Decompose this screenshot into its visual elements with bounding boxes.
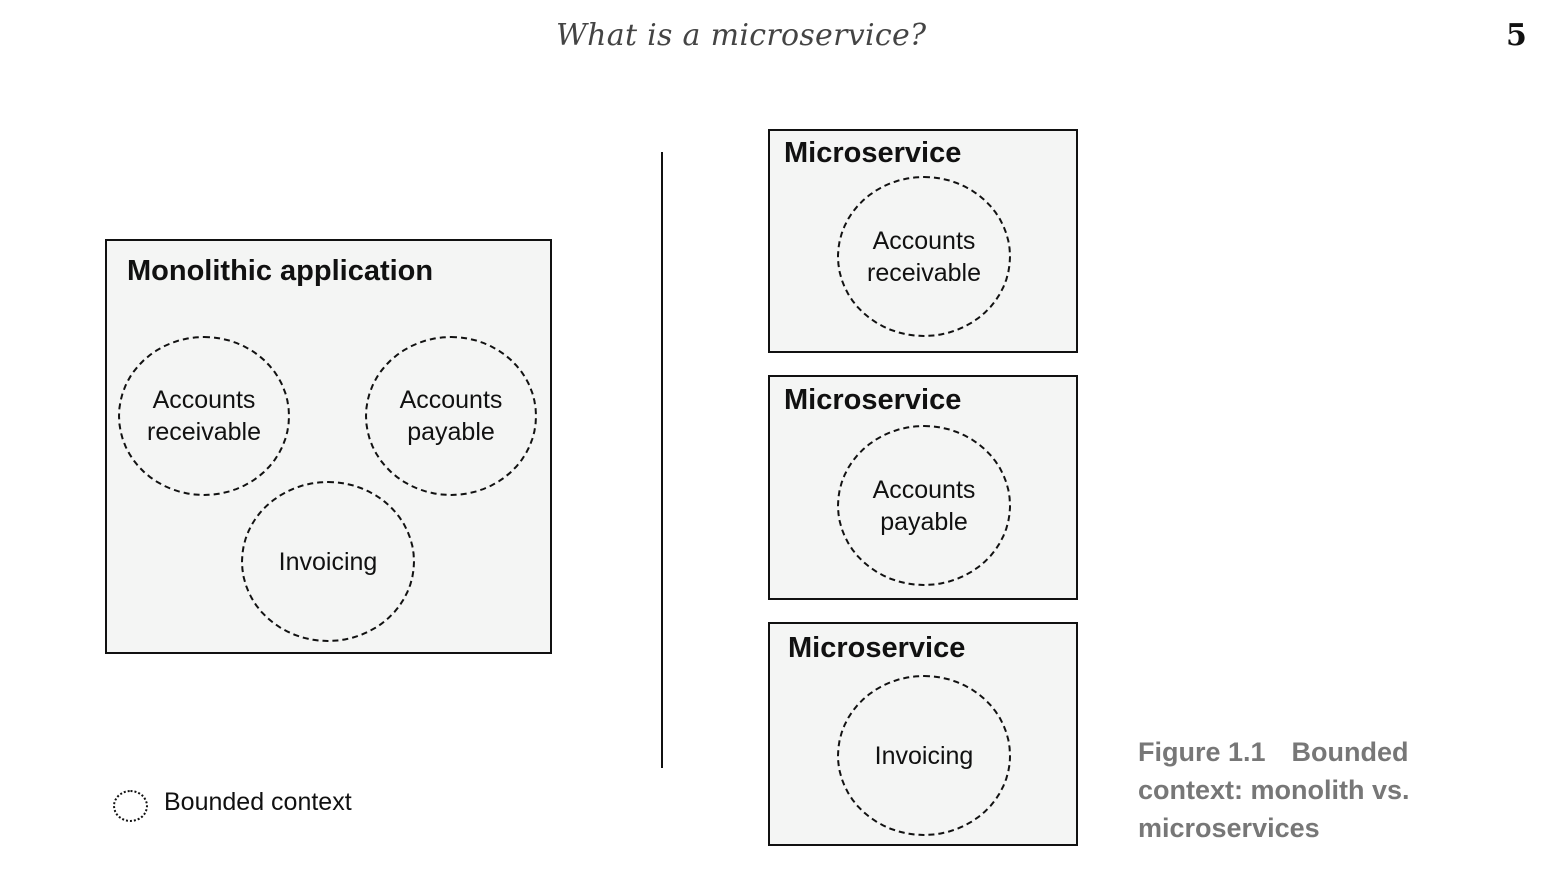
caption-text: Bounded context: monolith vs. microservi… [1138,737,1410,843]
context-label-line2: payable [407,418,495,446]
running-header-title: What is a microservice? [556,18,927,53]
context-label-line1: Accounts [399,386,503,414]
context-label-line1: Accounts [152,386,256,414]
context-accounts-payable: Accounts payable [837,425,1011,586]
microservice-box-accounts-payable: Microservice Accounts payable [768,375,1078,600]
context-label-line2: receivable [147,418,261,446]
bounded-context-legend-icon [113,790,148,822]
context-label-line1: Invoicing [278,547,378,576]
legend-label: Bounded context [164,788,352,816]
context-label-line2: payable [880,507,968,536]
context-accounts-receivable: Accounts receivable [118,336,290,496]
context-invoicing: Invoicing [241,481,415,642]
page-number: 5 [1506,18,1527,53]
context-label-line1: Accounts [872,226,976,255]
microservice-box-accounts-receivable: Microservice Accounts receivable [768,129,1078,353]
monolith-box: Monolithic application Accounts receivab… [105,239,552,654]
context-invoicing: Invoicing [837,675,1011,836]
context-label-line1: Accounts [872,475,976,504]
context-label-line2: receivable [867,258,981,287]
microservice-title: Microservice [784,384,962,416]
microservice-title: Microservice [784,137,962,169]
context-accounts-payable: Accounts payable [365,336,537,496]
context-label-line1: Invoicing [874,741,974,770]
figure-label: Figure 1.1 [1138,737,1266,767]
context-accounts-receivable: Accounts receivable [837,176,1011,337]
monolith-title: Monolithic application [127,255,434,287]
divider-line [661,152,663,768]
microservice-box-invoicing: Microservice Invoicing [768,622,1078,846]
microservice-title: Microservice [788,632,966,664]
